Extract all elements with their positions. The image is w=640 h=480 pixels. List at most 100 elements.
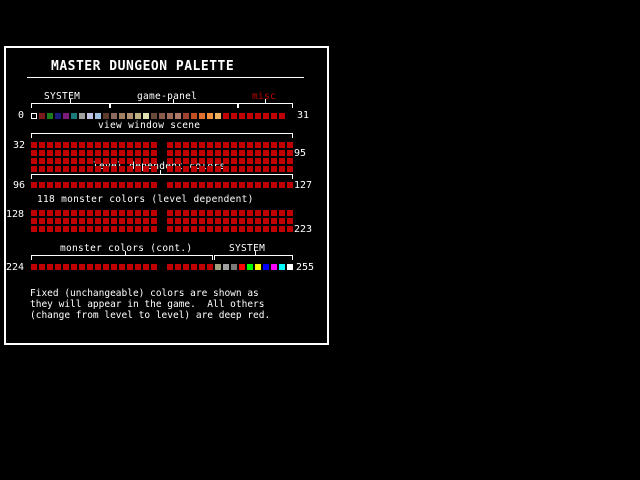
game-panel-color-swatch xyxy=(159,113,165,119)
view-window-color-swatch xyxy=(287,158,293,164)
level-color-swatch xyxy=(79,182,85,188)
monster-color-swatch xyxy=(143,218,149,224)
game-panel-bracket-center-tick xyxy=(173,99,174,103)
view-window-color-swatch xyxy=(119,158,125,164)
view-window-color-swatch xyxy=(255,150,261,156)
monster-color-swatch xyxy=(47,218,53,224)
view-window-color-swatch xyxy=(263,158,269,164)
view-window-color-swatch xyxy=(151,150,157,156)
monster-color-swatch xyxy=(151,210,157,216)
view-window-color-swatch xyxy=(183,150,189,156)
monster-color-swatch xyxy=(111,226,117,232)
monster-color-swatch xyxy=(151,226,157,232)
game-panel-color-swatch xyxy=(135,113,141,119)
monster-color-swatch xyxy=(95,210,101,216)
monster-color-swatch xyxy=(247,226,253,232)
monster-color-swatch xyxy=(63,218,69,224)
game-panel-bracket-bar xyxy=(110,103,237,104)
monster-color-swatch xyxy=(95,226,101,232)
level-color-swatch xyxy=(175,182,181,188)
monster-color-swatch xyxy=(39,210,45,216)
level-color-swatch xyxy=(287,182,293,188)
monster-cont-color-swatch xyxy=(207,264,213,270)
row1-start-number: 32 xyxy=(13,140,26,151)
view-window-color-swatch xyxy=(199,142,205,148)
view-window-color-swatch xyxy=(279,150,285,156)
view-window-color-swatch xyxy=(263,142,269,148)
view-window-color-swatch xyxy=(199,158,205,164)
view-window-color-swatch xyxy=(239,158,245,164)
monster-cont-color-swatch xyxy=(31,264,37,270)
view-window-color-swatch xyxy=(63,142,69,148)
view-window-color-swatch xyxy=(63,166,69,172)
monster-cont-color-swatch xyxy=(39,264,45,270)
monster-color-swatch xyxy=(239,210,245,216)
view-window-color-swatch xyxy=(175,166,181,172)
view-window-color-swatch xyxy=(279,166,285,172)
view-window-color-swatch xyxy=(167,142,173,148)
game-panel-color-swatch xyxy=(215,113,221,119)
view-window-color-swatch xyxy=(143,166,149,172)
view-window-color-swatch xyxy=(111,166,117,172)
misc-bracket-center-tick xyxy=(265,99,266,103)
view-window-color-swatch xyxy=(167,150,173,156)
monster-color-swatch xyxy=(103,218,109,224)
view-window-color-swatch xyxy=(183,142,189,148)
monster-color-swatch xyxy=(31,210,37,216)
game-panel-color-swatch xyxy=(199,113,205,119)
view-window-color-swatch xyxy=(31,150,37,156)
monster-cont-color-swatch xyxy=(143,264,149,270)
monster-color-swatch xyxy=(79,226,85,232)
view-window-color-swatch xyxy=(95,158,101,164)
view-window-color-swatch xyxy=(47,150,53,156)
level-color-swatch xyxy=(191,182,197,188)
monster-color-swatch xyxy=(287,226,293,232)
view-window-color-swatch xyxy=(71,158,77,164)
monster-color-swatch xyxy=(55,226,61,232)
level-color-swatch xyxy=(135,182,141,188)
level-dependent-bracket-bar xyxy=(31,174,292,175)
monster-cont-color-swatch xyxy=(199,264,205,270)
monster-color-swatch xyxy=(271,210,277,216)
system-color-swatch xyxy=(63,113,69,119)
monster-cont-color-swatch xyxy=(175,264,181,270)
view-window-color-swatch xyxy=(87,166,93,172)
monster-color-swatch xyxy=(287,218,293,224)
monster-color-swatch xyxy=(215,226,221,232)
row2-end-number: 127 xyxy=(294,180,313,191)
view-window-bracket-bar xyxy=(31,133,292,134)
label-misc: misc xyxy=(252,91,277,102)
monster-color-swatch xyxy=(39,226,45,232)
monster-color-swatch xyxy=(79,210,85,216)
view-window-color-swatch xyxy=(31,142,37,148)
view-window-color-swatch xyxy=(135,166,141,172)
monster-color-swatch xyxy=(55,210,61,216)
level-color-swatch xyxy=(95,182,101,188)
view-window-color-swatch xyxy=(279,158,285,164)
view-window-color-swatch xyxy=(223,166,229,172)
view-window-color-swatch xyxy=(111,158,117,164)
game-panel-color-swatch xyxy=(191,113,197,119)
misc-color-swatch xyxy=(223,113,229,119)
view-window-color-swatch xyxy=(31,158,37,164)
level-color-swatch xyxy=(55,182,61,188)
level-color-swatch xyxy=(239,182,245,188)
monster-color-swatch xyxy=(87,226,93,232)
game-panel-color-swatch xyxy=(167,113,173,119)
view-window-color-swatch xyxy=(263,150,269,156)
view-window-color-swatch xyxy=(231,142,237,148)
view-window-color-swatch xyxy=(135,158,141,164)
view-window-color-swatch xyxy=(71,166,77,172)
monster-color-swatch xyxy=(207,210,213,216)
system-color-swatch xyxy=(71,113,77,119)
view-window-color-swatch xyxy=(79,158,85,164)
system-color-swatch xyxy=(271,264,277,270)
view-window-color-swatch xyxy=(79,166,85,172)
view-window-color-swatch xyxy=(111,150,117,156)
system-bottom-bracket-center-tick xyxy=(255,251,256,255)
game-panel-color-swatch xyxy=(175,113,181,119)
misc-bracket-right-tick xyxy=(292,103,293,108)
row3-start-number: 128 xyxy=(6,209,25,220)
system-top-bracket-center-tick xyxy=(70,99,71,103)
system-color-swatch xyxy=(231,264,237,270)
